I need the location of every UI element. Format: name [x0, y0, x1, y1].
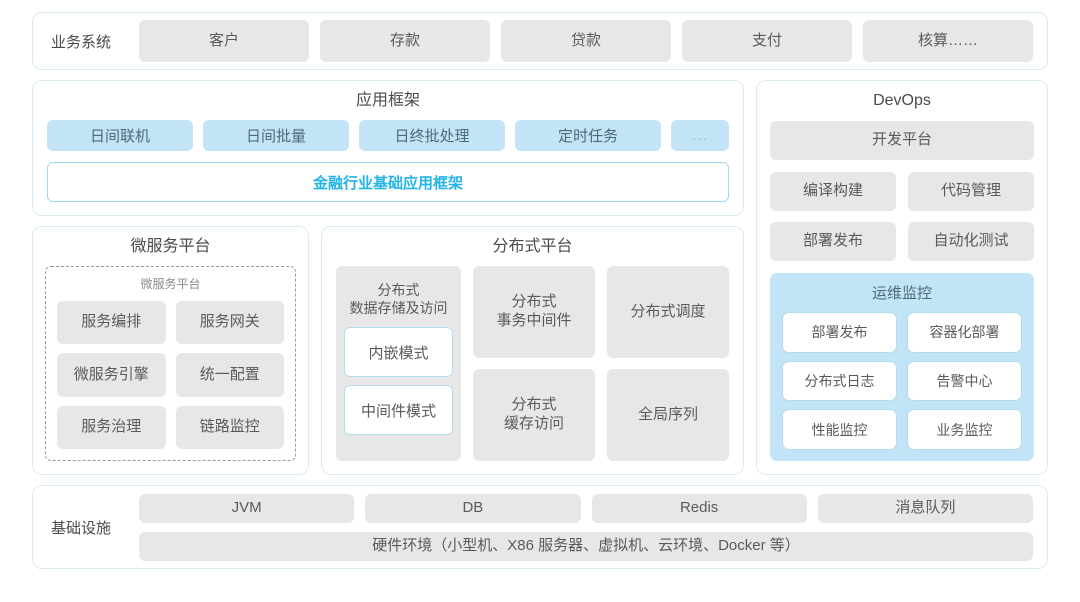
microservice-tile-governance[interactable]: 服务治理 — [57, 405, 166, 449]
ops-tile-deploy-release[interactable]: 部署发布 — [782, 312, 897, 353]
ops-tile-performance-monitoring[interactable]: 性能监控 — [782, 409, 897, 450]
app-framework-tags: 日间联机 日间批量 日终批处理 定时任务 ... — [47, 120, 729, 151]
microservice-tile-trace-monitoring[interactable]: 链路监控 — [175, 405, 284, 449]
platform-section: 应用框架 日间联机 日间批量 日终批处理 定时任务 ... 金融行业基础应用框架… — [32, 80, 1048, 475]
infrastructure-tiles: JVM DB Redis 消息队列 — [139, 493, 1033, 523]
business-tile-customer[interactable]: 客户 — [139, 20, 309, 62]
microservice-items-grid: 服务编排 服务网关 微服务引擎 统一配置 服务治理 链路监控 — [57, 301, 284, 449]
infrastructure-section: 基础设施 JVM DB Redis 消息队列 硬件环境（小型机、X86 服务器、… — [32, 485, 1048, 569]
infrastructure-tile-hardware-environment[interactable]: 硬件环境（小型机、X86 服务器、虚拟机、云环境、Docker 等） — [139, 531, 1033, 561]
microservice-tile-gateway[interactable]: 服务网关 — [175, 301, 284, 345]
distributed-platform-body: 分布式 数据存储及访问 内嵌模式 中间件模式 分布式 事务中间件 — [336, 266, 729, 461]
business-system-tiles: 客户 存款 贷款 支付 核算…… — [139, 20, 1033, 62]
distributed-tile-cache-access-line2: 缓存访问 — [503, 415, 564, 432]
distributed-storage-card[interactable]: 分布式 数据存储及访问 内嵌模式 中间件模式 — [336, 266, 461, 461]
devops-tile-compile-build[interactable]: 编译构建 — [770, 172, 896, 211]
app-framework-tag-scheduled-task[interactable]: 定时任务 — [515, 120, 661, 151]
distributed-storage-title-line1: 分布式 — [377, 282, 420, 298]
devops-card: DevOps 开发平台 编译构建 代码管理 部署发布 自动化测试 运维监控 部署… — [756, 80, 1048, 475]
distributed-tile-global-sequence[interactable]: 全局序列 — [607, 369, 729, 461]
business-tile-payment[interactable]: 支付 — [682, 20, 852, 62]
distributed-storage-title-line2: 数据存储及访问 — [349, 300, 448, 317]
devops-tile-automated-test[interactable]: 自动化测试 — [908, 222, 1034, 261]
business-system-label: 业务系统 — [51, 33, 112, 51]
infrastructure-hardware-row: 硬件环境（小型机、X86 服务器、虚拟机、云环境、Docker 等） — [139, 531, 1033, 561]
business-tile-loan[interactable]: 贷款 — [501, 20, 671, 62]
distributed-platform-card: 分布式平台 分布式 数据存储及访问 内嵌模式 中间件模式 — [321, 226, 744, 475]
infrastructure-tile-redis[interactable]: Redis — [591, 493, 807, 523]
ops-monitoring-grid: 部署发布 容器化部署 分布式日志 告警中心 性能监控 业务监控 — [782, 312, 1022, 450]
app-framework-tag-eod-batch[interactable]: 日终批处理 — [359, 120, 505, 151]
infrastructure-tile-jvm[interactable]: JVM — [139, 493, 355, 523]
infrastructure-label: 基础设施 — [51, 519, 112, 537]
devops-items-grid: 编译构建 代码管理 部署发布 自动化测试 — [770, 172, 1034, 261]
devops-tile-code-management[interactable]: 代码管理 — [908, 172, 1034, 211]
app-framework-tag-daytime-online[interactable]: 日间联机 — [47, 120, 193, 151]
microservice-platform-title: 微服务平台 — [130, 238, 211, 255]
business-tile-deposit[interactable]: 存款 — [320, 20, 490, 62]
devops-column: DevOps 开发平台 编译构建 代码管理 部署发布 自动化测试 运维监控 部署… — [756, 80, 1048, 475]
microservice-inner-group: 微服务平台 服务编排 服务网关 微服务引擎 统一配置 服务治理 链路监控 — [45, 266, 296, 461]
ops-tile-distributed-logs[interactable]: 分布式日志 — [782, 360, 897, 402]
devops-title: DevOps — [873, 92, 931, 109]
ops-tile-business-monitoring[interactable]: 业务监控 — [907, 409, 1022, 450]
ops-monitoring-title: 运维监控 — [871, 285, 932, 302]
devops-tile-deploy-release[interactable]: 部署发布 — [770, 222, 896, 261]
microservice-tile-engine[interactable]: 微服务引擎 — [57, 353, 166, 397]
ops-tile-alert-center[interactable]: 告警中心 — [907, 360, 1022, 402]
platform-lower-row: 微服务平台 微服务平台 服务编排 服务网关 微服务引擎 统一配置 服务治理 链路… — [32, 226, 744, 475]
distributed-items-grid: 分布式 事务中间件 分布式调度 分布式 缓存访问 — [473, 266, 729, 461]
app-framework-title: 应用框架 — [355, 92, 420, 109]
platform-left-column: 应用框架 日间联机 日间批量 日终批处理 定时任务 ... 金融行业基础应用框架… — [32, 80, 744, 475]
distributed-tile-transaction-middleware-line2: 事务中间件 — [496, 312, 572, 329]
distributed-tile-transaction-middleware-line1: 分布式 — [511, 293, 557, 311]
infrastructure-body: JVM DB Redis 消息队列 硬件环境（小型机、X86 服务器、虚拟机、云… — [139, 493, 1033, 561]
distributed-storage-mode-middleware[interactable]: 中间件模式 — [344, 385, 453, 436]
distributed-storage-title: 分布式 数据存储及访问 — [344, 275, 453, 327]
distributed-storage-mode-embedded[interactable]: 内嵌模式 — [344, 327, 453, 378]
devops-tile-dev-platform[interactable]: 开发平台 — [770, 121, 1034, 160]
business-system-section: 业务系统 客户 存款 贷款 支付 核算…… — [32, 12, 1048, 70]
ops-monitoring-group: 运维监控 部署发布 容器化部署 分布式日志 告警中心 性能监控 业务监控 — [770, 273, 1034, 461]
business-tile-accounting[interactable]: 核算…… — [863, 20, 1033, 62]
microservice-tile-orchestration[interactable]: 服务编排 — [57, 301, 166, 345]
microservice-platform-card: 微服务平台 微服务平台 服务编排 服务网关 微服务引擎 统一配置 服务治理 链路… — [32, 226, 309, 475]
ops-tile-containerized-deploy[interactable]: 容器化部署 — [907, 312, 1022, 353]
distributed-tile-scheduling[interactable]: 分布式调度 — [607, 266, 729, 358]
microservice-inner-label: 微服务平台 — [140, 277, 201, 291]
app-framework-tag-daytime-batch[interactable]: 日间批量 — [203, 120, 349, 151]
distributed-platform-title: 分布式平台 — [492, 238, 573, 255]
distributed-tile-cache-access-line1: 分布式 — [511, 396, 557, 414]
app-framework-tag-more[interactable]: ... — [671, 120, 729, 151]
distributed-tile-cache-access[interactable]: 分布式 缓存访问 — [473, 369, 595, 461]
finance-base-framework-banner: 金融行业基础应用框架 — [47, 162, 729, 202]
microservice-tile-unified-config[interactable]: 统一配置 — [175, 353, 284, 397]
infrastructure-tile-message-queue[interactable]: 消息队列 — [817, 493, 1033, 523]
distributed-tile-transaction-middleware[interactable]: 分布式 事务中间件 — [473, 266, 595, 358]
app-framework-card: 应用框架 日间联机 日间批量 日终批处理 定时任务 ... 金融行业基础应用框架 — [32, 80, 744, 216]
infrastructure-tile-db[interactable]: DB — [365, 493, 581, 523]
